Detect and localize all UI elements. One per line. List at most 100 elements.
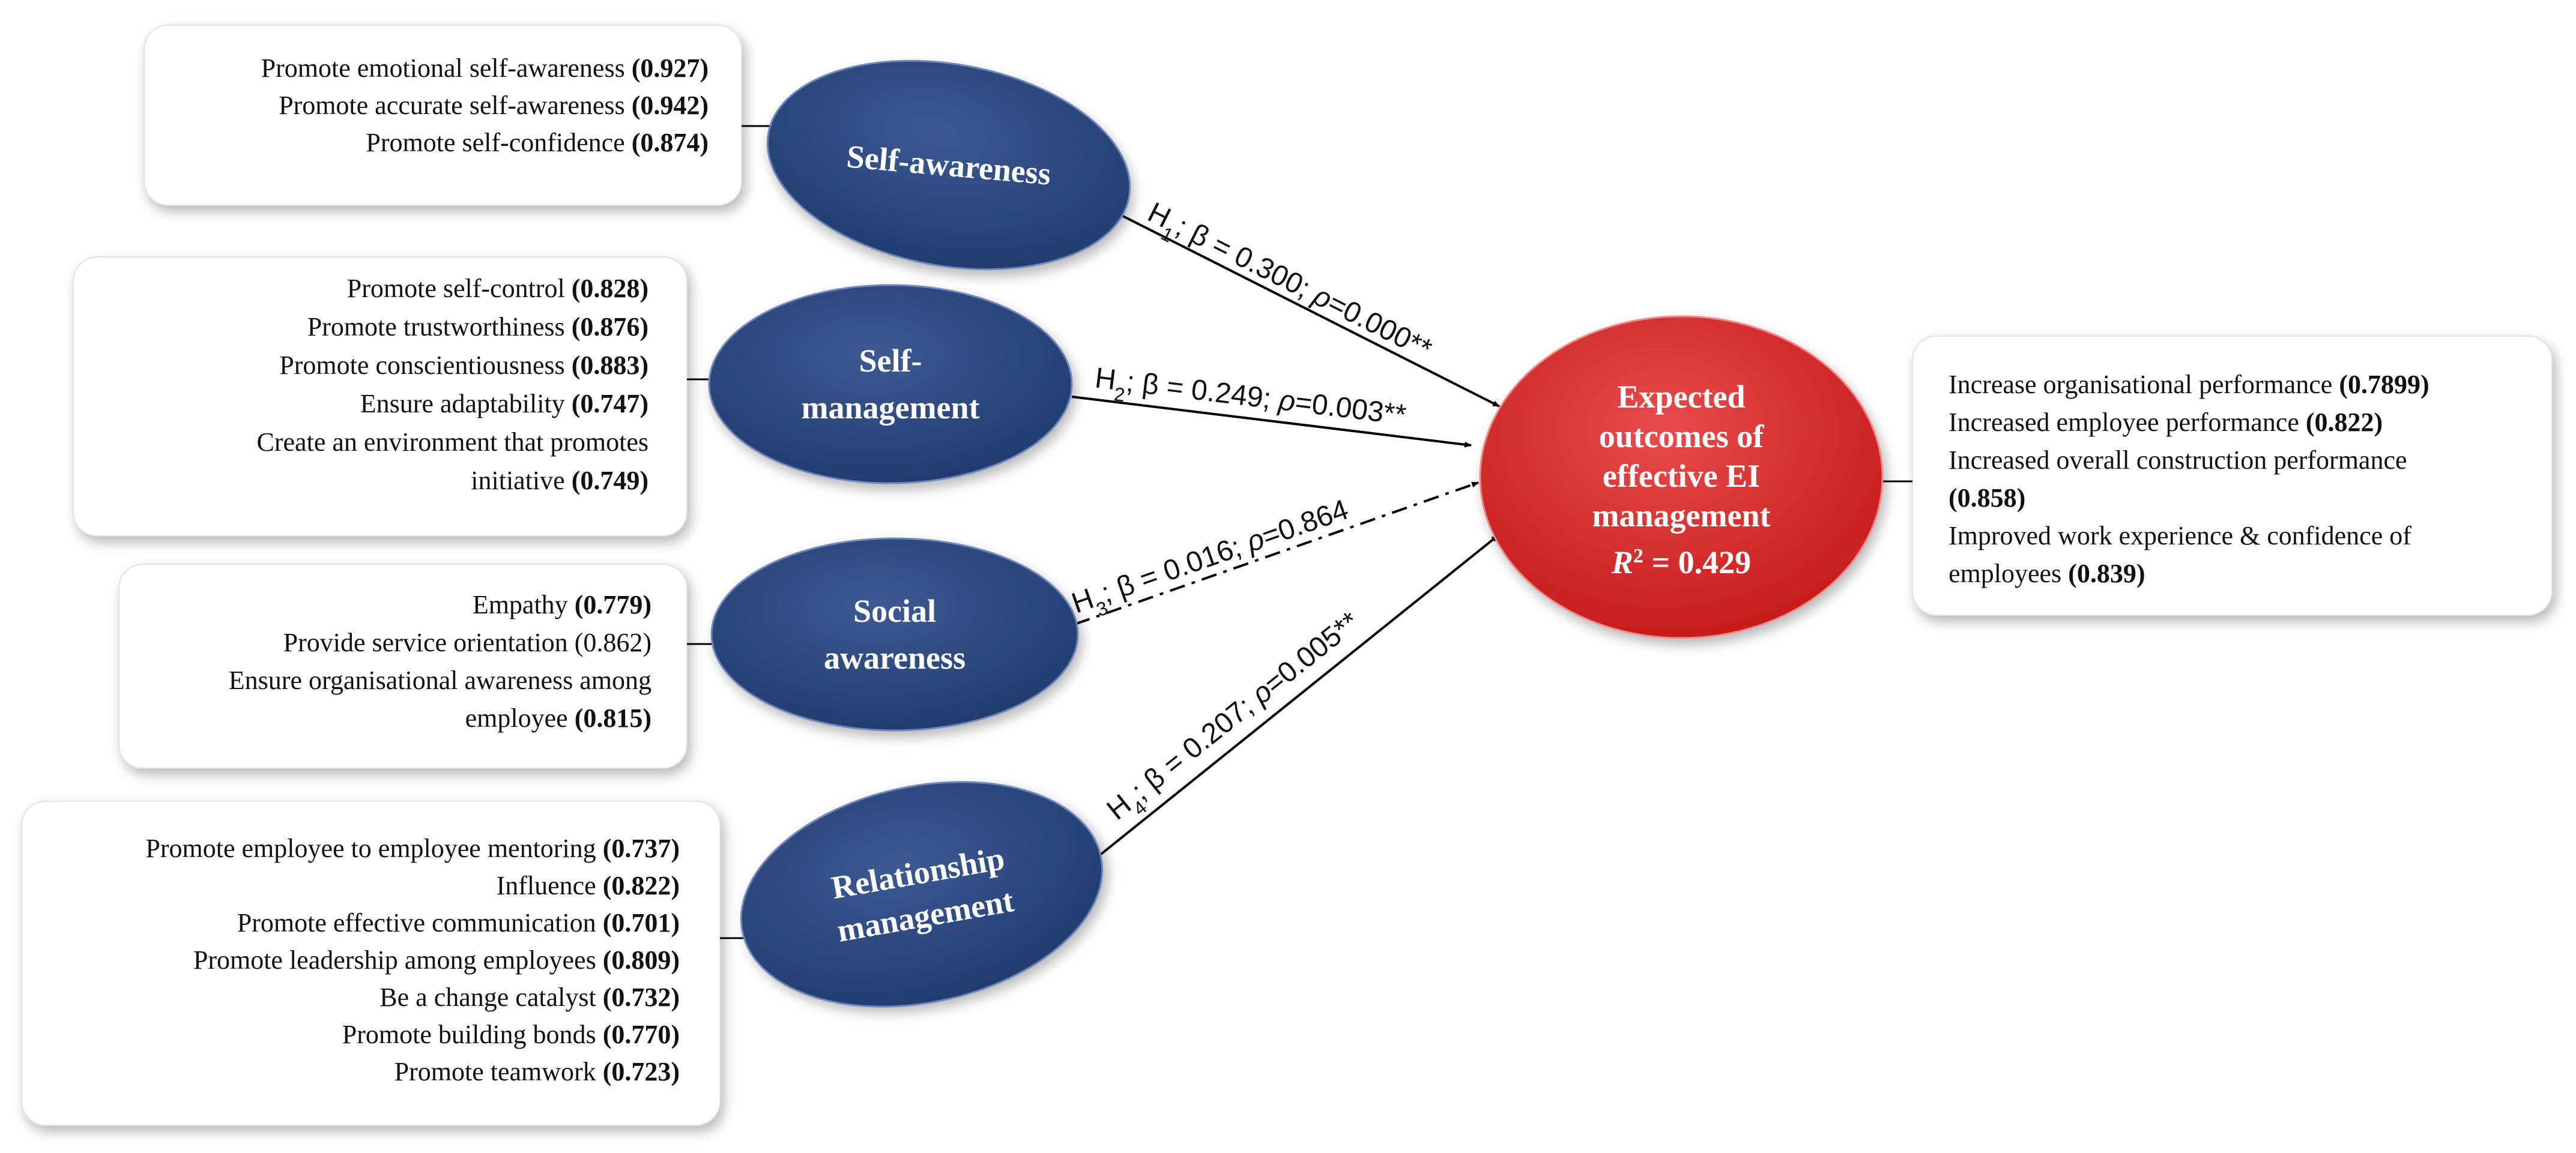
item-text: Increase organisational performance [1949, 370, 2339, 399]
item-loading-value: (0.732) [603, 983, 680, 1012]
item-text: Promote effective communication [237, 908, 603, 938]
item-line: Improved work experience & confidence of [1949, 521, 2411, 550]
item-text: Promote self-confidence [366, 128, 631, 157]
item-line: Create an environment that promotes [257, 427, 649, 457]
item-list-relationship-management: Promote employee to employee mentoring (… [145, 834, 680, 1086]
item-loading-value: (0.876) [572, 312, 649, 342]
item-line: Promote building bonds (0.770) [342, 1020, 680, 1049]
item-line: (0.858) [1949, 483, 2025, 513]
r-squared-superscript: 2 [1633, 545, 1643, 567]
item-line: Promote conscientiousness (0.883) [279, 351, 649, 380]
item-text: Increased employee performance [1949, 408, 2306, 437]
item-loading-value: (0.723) [603, 1057, 680, 1086]
item-loading-value: (0.942) [632, 91, 709, 120]
item-loading-value: (0.809) [603, 945, 680, 975]
item-text: Create an environment that promotes [257, 427, 649, 457]
item-text: Promote leadership among employees [193, 945, 603, 975]
item-text: employees [1949, 559, 2068, 588]
item-text: Promote emotional self-awareness [261, 53, 632, 83]
item-line: Influence (0.822) [497, 871, 680, 900]
item-text: employee [465, 703, 575, 733]
path-label-h2: H2; β = 0.249; ρ=0.003** [1092, 362, 1408, 439]
item-text: Promote accurate self-awareness [279, 91, 632, 120]
item-text: Promote employee to employee mentoring [145, 834, 602, 863]
item-text: Ensure adaptability [360, 389, 572, 418]
construct-social-awareness: Social awareness [710, 537, 1079, 732]
item-text: Promote trustworthiness [307, 312, 572, 342]
item-text: Ensure organisational awareness among [229, 666, 652, 695]
item-line: Promote emotional self-awareness (0.927) [261, 53, 709, 83]
item-loading-value: (0.747) [572, 389, 649, 418]
path-arrow-h1 [1122, 215, 1500, 408]
hypothesis-letter: H [1093, 362, 1118, 396]
construct-relationship-management: Relationshipmanagement [740, 781, 1104, 1008]
item-line: Increase organisational performance (0.7… [1949, 370, 2429, 399]
item-list-self-management: Promote self-control (0.828)Promote trus… [257, 274, 649, 495]
item-line: Promote effective communication (0.701) [237, 908, 680, 938]
item-loading-value: (0.770) [603, 1020, 680, 1049]
item-loading-value: (0.874) [632, 128, 709, 157]
item-line: Promote trustworthiness (0.876) [307, 312, 649, 342]
path-arrow-h3 [1074, 481, 1479, 625]
item-loading-value: (0.7899) [2339, 370, 2429, 399]
construct-label-line: awareness [824, 640, 966, 676]
p-value: =0.003** [1293, 387, 1408, 432]
path-label-h1: H1; β = 0.300; ρ=0.000** [1139, 196, 1437, 373]
item-list-outcome: Increase organisational performance (0.7… [1949, 370, 2429, 588]
item-box-self-management: Promote self-control (0.828)Promote trus… [73, 256, 688, 537]
path-arrow-h4 [1095, 534, 1499, 859]
item-line: Promote leadership among employees (0.80… [193, 945, 680, 975]
item-line: Ensure adaptability (0.747) [360, 389, 649, 418]
item-text: Promote conscientiousness [279, 351, 571, 380]
item-text: Influence [497, 871, 603, 900]
r-squared-value: = 0.429 [1643, 544, 1751, 580]
item-loading-value: (0.822) [2306, 408, 2383, 437]
item-line: Ensure organisational awareness among [229, 666, 652, 695]
item-loading-value: (0.883) [572, 351, 649, 380]
item-line: Increased overall construction performan… [1949, 445, 2407, 475]
r-squared-label: R2 = 0.429 [1611, 544, 1751, 580]
hypothesis-number: 2 [1113, 383, 1126, 406]
item-loading-value: (0.927) [632, 53, 709, 83]
item-text: Increased overall construction performan… [1949, 445, 2407, 475]
construct-label-line: effective EI [1603, 458, 1760, 494]
item-text: Be a change catalyst [379, 983, 602, 1012]
construct-label-line: Social [853, 593, 936, 629]
item-line: Promote self-confidence (0.874) [366, 128, 709, 157]
construct-self-management: Self-management [708, 284, 1073, 484]
item-line: initiative (0.749) [471, 466, 649, 495]
item-loading-value: (0.701) [603, 908, 680, 938]
construct-label-line: Self- [859, 343, 922, 379]
item-loading-value: (0.815) [575, 703, 652, 733]
item-line: Promote employee to employee mentoring (… [145, 834, 680, 863]
item-text: Promote self-control [347, 274, 572, 303]
item-box-relationship-management: Promote employee to employee mentoring (… [21, 801, 721, 1126]
item-line: Empathy (0.779) [473, 590, 652, 619]
construct-label-line: management [802, 390, 980, 426]
path-label-h3: H3; β = 0.016; ρ=0.864 [1068, 493, 1355, 627]
item-loading-value: (0.822) [603, 871, 680, 900]
construct-label-line: Expected [1618, 379, 1746, 415]
item-line: Be a change catalyst (0.732) [379, 983, 680, 1012]
item-line: Promote accurate self-awareness (0.942) [279, 91, 709, 120]
item-line: employee (0.815) [465, 703, 652, 733]
item-list-self-awareness: Promote emotional self-awareness (0.927)… [261, 53, 709, 157]
construct-label-line: outcomes of [1599, 418, 1764, 454]
beta-value: ; β = 0.016; [1098, 528, 1253, 609]
item-text: Provide service orientation (0.862) [283, 628, 652, 657]
item-loading-value: (0.737) [603, 834, 680, 863]
construct-self-awareness: Self-awareness [766, 59, 1131, 271]
item-line: Increased employee performance (0.822) [1949, 408, 2383, 437]
item-loading-value: (0.828) [572, 274, 649, 303]
construct-label-line: management [1592, 498, 1771, 534]
beta-value: ; β = 0.249; [1125, 366, 1281, 416]
construct-label-self-management: Self-management [802, 343, 980, 426]
item-loading-value: (0.779) [575, 590, 652, 619]
beta-value: ; β = 0.300; [1171, 211, 1322, 308]
item-line: employees (0.839) [1949, 559, 2145, 588]
item-box-self-awareness: Promote emotional self-awareness (0.927)… [144, 25, 742, 206]
item-box-social-awareness: Empathy (0.779) Provide service orientati… [118, 564, 688, 769]
path-label-h4: H4; β = 0.207; ρ=0.005** [1101, 606, 1371, 832]
